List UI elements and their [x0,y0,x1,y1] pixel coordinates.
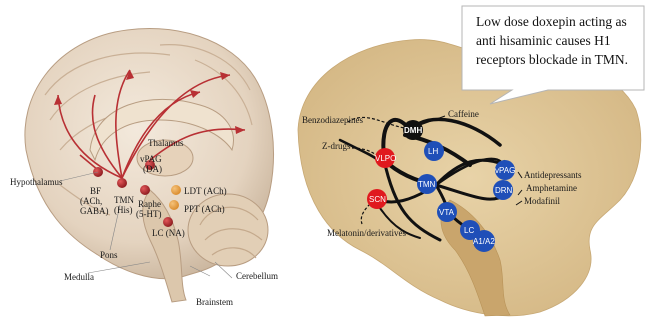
modafinil-label: Modafinil [524,196,560,206]
z-drugs-label: Z-drugs [322,141,351,151]
lc-label-right: LC [464,226,474,235]
left-brain-diagram: Thalamus Hypothalamus vPAG (DA) LDT (ACh… [10,29,278,307]
lh-label: LH [428,147,438,156]
tmn-node-left [117,178,127,188]
node-tmn: TMN [417,174,437,194]
melatonin-label: Melatonin/derivatives [327,228,406,238]
ppt-label: PPT (ACh) [184,204,225,214]
callout-line-3: receptors blockade in TMN. [476,50,646,69]
node-scn: SCN [367,189,387,209]
node-drn: DRN [493,180,513,200]
node-vta: VTA [437,202,457,222]
medulla-label: Medulla [64,272,94,282]
amphetamine-label: Amphetamine [526,183,577,193]
bf-sub-label-2: GABA) [80,206,109,216]
tmn-label-right: TMN [418,180,436,189]
raphe-node [140,185,150,195]
ldt-node [171,185,181,195]
lc-node-left [163,217,173,227]
hypothalamus-label: Hypothalamus [10,177,63,187]
vlpo-label: VLPO [375,154,396,163]
thalamus-label: Thalamus [148,138,184,148]
caffeine-label: Caffeine [448,109,479,119]
cerebellum-label: Cerebellum [236,271,278,281]
scn-label: SCN [369,195,386,204]
node-dmh: DMH [403,120,423,140]
vpag-label-left: vPAG [140,154,162,164]
raphe-label: Raphe [138,199,161,209]
antidepressants-label: Antidepressants [524,170,582,180]
a1a2-label: A1/A2 [473,237,495,246]
callout-line-1: Low dose doxepin acting as [476,12,646,31]
pons-label: Pons [100,250,118,260]
ldt-label: LDT (ACh) [184,186,227,196]
vpag-sub-label: (DA) [143,164,162,174]
vta-label: VTA [439,208,455,217]
brainstem-label: Brainstem [196,297,233,307]
tmn-sub-label: (His) [114,205,133,215]
lc-label-left: LC (NA) [152,228,185,238]
tmn-label-left: TMN [114,195,135,205]
dmh-label: DMH [404,126,422,135]
vpag-label-right: vPAG [495,166,515,175]
callout-text: Low dose doxepin acting as anti hisamini… [468,10,646,86]
node-lh: LH [424,141,444,161]
bf-label: BF [90,186,101,196]
ppt-node [169,200,179,210]
bf-sub-label-1: (ACh, [80,196,102,206]
callout-line-2: anti hisaminic causes H1 [476,31,646,50]
drn-label: DRN [495,186,513,195]
raphe-sub-label: (5-HT) [136,209,162,219]
benzodiazepines-label: Benzodiazepines [302,115,363,125]
